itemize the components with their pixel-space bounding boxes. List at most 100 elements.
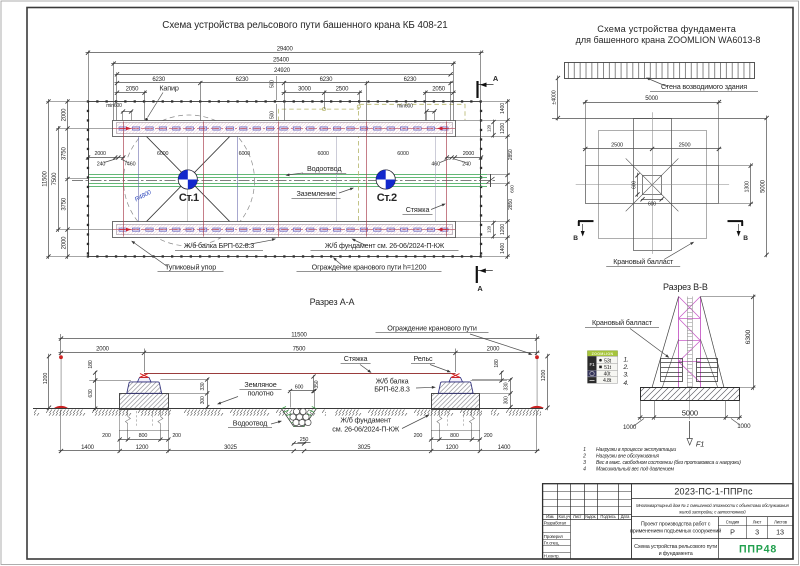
svg-text:Заземление: Заземление [296,189,335,198]
svg-text:2500: 2500 [336,87,350,93]
svg-text:13: 13 [776,528,784,537]
svg-text:3025: 3025 [358,445,372,451]
svg-text:Схема устройства фундамента: Схема устройства фундамента [597,24,736,34]
svg-text:200: 200 [172,433,181,439]
svg-text:2000: 2000 [487,347,501,353]
svg-text:600: 600 [632,181,638,189]
svg-text:3: 3 [755,528,759,537]
svg-text:6230: 6230 [404,77,418,83]
svg-text:240: 240 [462,162,471,168]
svg-text:Изм.: Изм. [546,514,554,519]
svg-text:Водоотвод: Водоотвод [233,418,268,427]
svg-text:250: 250 [300,437,309,443]
svg-text:40t: 40t [604,372,611,378]
svg-text:3.: 3. [623,372,629,379]
svg-text:2000: 2000 [463,151,475,157]
svg-text:Кол.уч: Кол.уч [559,514,570,519]
svg-text:Подпись: Подпись [600,514,615,519]
svg-text:1000: 1000 [623,424,637,431]
svg-text:6230: 6230 [152,77,166,83]
svg-text:2050: 2050 [432,87,446,93]
svg-text:Стяжка: Стяжка [344,354,368,363]
svg-text:200: 200 [102,433,111,439]
svg-text:Тупиковый упор: Тупиковый упор [165,263,216,272]
svg-text:Стена возводимого здания: Стена возводимого здания [661,82,747,91]
svg-text:F1: F1 [696,440,704,449]
svg-text:3750: 3750 [61,197,67,211]
svg-text:2050: 2050 [126,87,140,93]
svg-text:2500: 2500 [679,143,691,149]
svg-text:Стяжка: Стяжка [406,205,430,214]
svg-text:1400: 1400 [498,445,512,451]
svg-text:2000: 2000 [94,151,106,157]
svg-text:1.: 1. [623,357,629,364]
svg-text:200: 200 [414,433,423,439]
svg-text:Разрез В-В: Разрез В-В [663,282,708,292]
svg-text:БРП-62.8.3: БРП-62.8.3 [374,385,410,394]
svg-text:±4000: ±4000 [551,90,557,104]
svg-text:1400: 1400 [500,243,506,254]
svg-text:ППР48: ППР48 [739,543,777,555]
svg-text:180: 180 [494,359,500,367]
svg-text:Ж/б фундамент см. 26-06/2024-П: Ж/б фундамент см. 26-06/2024-П-КЖ [325,241,445,250]
svg-text:min600: min600 [397,104,413,110]
svg-text:600: 600 [648,201,656,207]
svg-text:600: 600 [295,385,304,391]
svg-text:53t: 53t [604,358,611,364]
svg-text:3000: 3000 [298,87,312,93]
svg-text:2.: 2. [622,364,629,371]
svg-text:Ст.2: Ст.2 [377,192,397,204]
svg-text:3: 3 [583,460,586,466]
svg-text:Ограждение кранового пути: Ограждение кранового пути [387,324,477,333]
svg-text:630: 630 [88,389,94,397]
svg-text:2: 2 [582,454,586,460]
svg-text:2850: 2850 [508,199,514,210]
svg-text:25400: 25400 [273,57,290,63]
svg-text:Многоквартирный дом № 1 смешан: Многоквартирный дом № 1 смешанной этажно… [636,503,789,508]
svg-text:Крановый балласт: Крановый балласт [613,257,674,266]
svg-text:Земляное: Земляное [244,380,276,389]
svg-text:В: В [743,235,748,242]
svg-text:2000: 2000 [61,236,67,250]
svg-text:460: 460 [127,162,136,168]
svg-text:Разрез А-А: Разрез А-А [310,297,355,307]
svg-text:Водоотвод: Водоотвод [307,164,342,173]
svg-text:Ж/б балка: Ж/б балка [376,377,409,386]
svg-text:29400: 29400 [277,47,294,53]
svg-text:7500: 7500 [293,347,307,353]
svg-text:Проверил: Проверил [544,534,564,539]
svg-text:200: 200 [484,433,493,439]
svg-text:1: 1 [583,447,586,453]
svg-text:7500: 7500 [52,172,58,186]
svg-text:6000: 6000 [317,151,329,157]
svg-text:1200: 1200 [500,123,506,134]
svg-text:120: 120 [487,124,492,132]
svg-text:А: А [493,74,499,83]
svg-text:600: 600 [510,185,516,193]
svg-text:В: В [573,235,578,242]
svg-text:2850: 2850 [508,149,514,160]
svg-text:полотно: полотно [247,389,273,398]
svg-text:№док.: №док. [585,514,596,519]
svg-text:Вес в макс. свободном состояни: Вес в макс. свободном состоянии (без про… [596,460,741,466]
svg-text:F1: F1 [589,362,595,367]
svg-text:min600: min600 [106,103,122,109]
svg-text:1200: 1200 [136,445,150,451]
svg-text:300: 300 [200,396,206,404]
svg-text:Ж/б балка БРП-62.8.3: Ж/б балка БРП-62.8.3 [184,241,254,250]
svg-text:для башенного крана ZOOMLION W: для башенного крана ZOOMLION WA6013-8 [576,35,761,45]
svg-text:Рельс: Рельс [413,354,433,363]
svg-text:1300: 1300 [745,181,751,193]
svg-text:11500: 11500 [291,332,307,338]
svg-text:11500: 11500 [42,170,48,186]
svg-text:Лист: Лист [573,514,582,519]
svg-text:4: 4 [583,466,586,472]
svg-text:Ст.1: Ст.1 [179,192,199,204]
svg-text:3025: 3025 [224,445,238,451]
svg-text:Проект производства работ с: Проект производства работ с [641,521,711,527]
svg-text:240: 240 [97,162,106,168]
svg-text:Максимальный вес под давлением: Максимальный вес под давлением [596,465,675,472]
svg-text:1200: 1200 [500,224,506,235]
svg-text:460: 460 [431,162,440,168]
svg-text:2000: 2000 [96,347,110,353]
